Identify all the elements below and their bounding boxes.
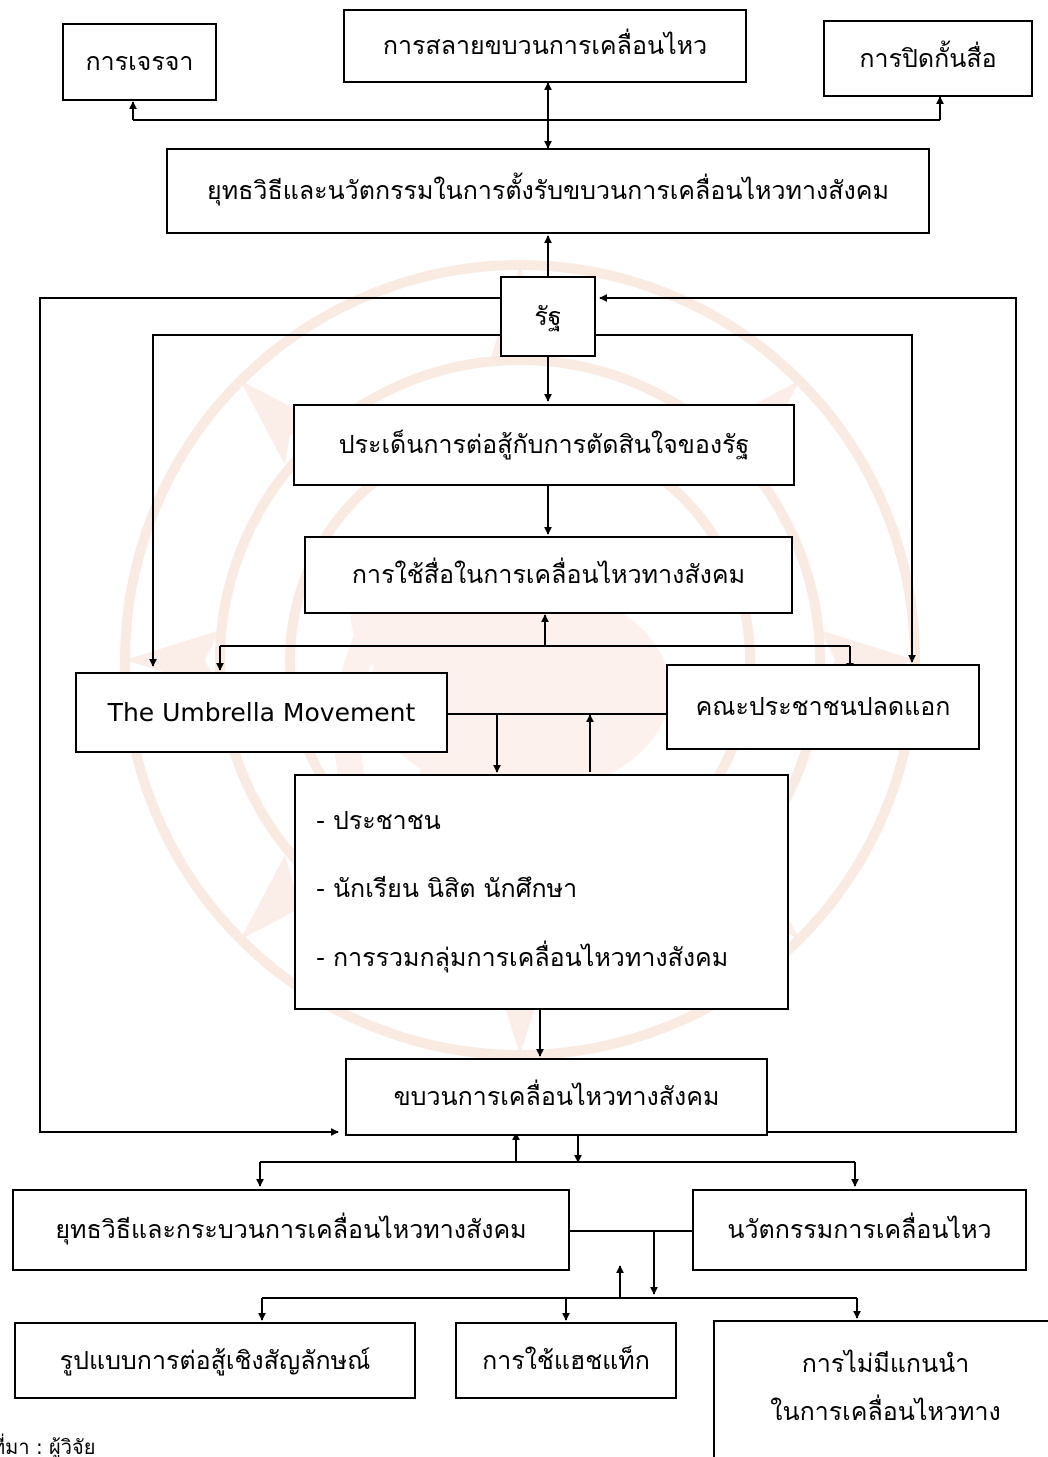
node-label: นวัตกรรมการเคลื่อนไหว [727,1215,992,1245]
node-umbrella-movement: The Umbrella Movement [75,672,448,753]
node-symbolic-struggle: รูปแบบการต่อสู้เชิงสัญลักษณ์ [14,1322,416,1399]
node-hashtag: การใช้แฮชแท็ก [455,1322,677,1399]
node-label: การใช้แฮชแท็ก [482,1345,650,1375]
node-label: ยุทธวิธีและนวัตกรรมในการตั้งรับขบวนการเค… [207,176,889,206]
participant-item: - ประชาชน [316,805,441,835]
node-movement-tactics: ยุทธวิธีและกระบวนการเคลื่อนไหวทางสังคม [12,1189,570,1271]
node-label: คณะประชาชนปลดแอก [695,692,951,722]
node-label: การปิดกั้นสื่อ [859,43,997,73]
node-label: การเจรจา [85,47,194,77]
node-khana-ratsadon: คณะประชาชนปลดแอก [666,664,980,750]
node-label: รูปแบบการต่อสู้เชิงสัญลักษณ์ [59,1345,371,1375]
node-label: ยุทธวิธีและกระบวนการเคลื่อนไหวทางสังคม [55,1215,527,1245]
participant-item: - การรวมกลุ่มการเคลื่อนไหวทางสังคม [316,943,729,973]
node-label: ประเด็นการต่อสู้กับการตัดสินใจของรัฐ [338,430,750,460]
participant-item: - นักเรียน นิสิต นักศึกษา [316,874,578,904]
node-social-movement: ขบวนการเคลื่อนไหวทางสังคม [345,1058,768,1136]
node-leaderless: การไม่มีแกนนำ ในการเคลื่อนไหวทาง [713,1320,1048,1457]
node-label-line: การไม่มีแกนนำ [801,1349,970,1378]
node-media-use: การใช้สื่อในการเคลื่อนไหวทางสังคม [304,536,793,614]
node-label: ขบวนการเคลื่อนไหวทางสังคม [393,1082,720,1112]
node-state: รัฐ [500,276,596,357]
node-dissolution: การสลายขบวนการเคลื่อนไหว [343,9,747,83]
node-negotiation: การเจรจา [62,23,217,101]
node-label: รัฐ [534,301,562,331]
node-innovation: นวัตกรรมการเคลื่อนไหว [692,1189,1027,1271]
node-participants: - ประชาชน - นักเรียน นิสิต นักศึกษา - กา… [294,774,789,1010]
source-caption: ที่มา : ผู้วิจัย [0,1435,96,1457]
node-state-tactics: ยุทธวิธีและนวัตกรรมในการตั้งรับขบวนการเค… [166,148,930,234]
node-label: การใช้สื่อในการเคลื่อนไหวทางสังคม [351,560,746,590]
node-label-line: ในการเคลื่อนไหวทาง [770,1396,1001,1426]
node-label: The Umbrella Movement [107,697,416,727]
node-media-block: การปิดกั้นสื่อ [823,20,1033,97]
node-issues: ประเด็นการต่อสู้กับการตัดสินใจของรัฐ [293,404,795,486]
node-label: การสลายขบวนการเคลื่อนไหว [382,31,708,61]
